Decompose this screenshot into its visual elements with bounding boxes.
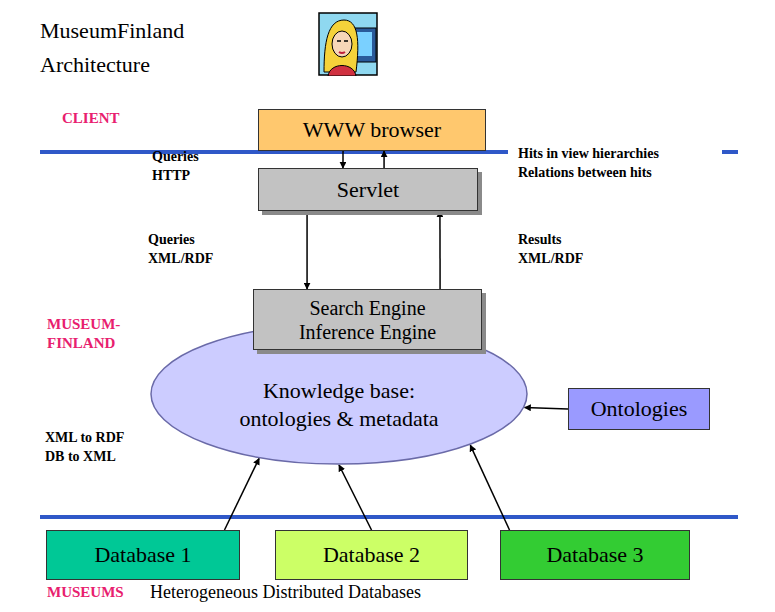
- database-box: Database 1: [46, 530, 240, 580]
- connector-arrow: [342, 151, 344, 168]
- node-text-group: Search Engine Inference Engine: [288, 296, 448, 344]
- database-box: Database 3: [500, 530, 690, 580]
- node-text: Servlet: [337, 177, 399, 203]
- user-icon: [318, 12, 378, 76]
- node-text-group: Database 3: [546, 542, 643, 568]
- tier-label: MUSEUMS: [47, 583, 142, 602]
- node-text-group: Database 2: [323, 542, 420, 568]
- tier-label: MUSEUM- FINLAND: [47, 315, 127, 353]
- node-text: Database 1: [94, 542, 191, 568]
- connector-arrow: [306, 211, 308, 289]
- node-text-group: WWW browser: [303, 117, 441, 143]
- node-text: Database 2: [323, 542, 420, 568]
- flow-label: Queries HTTP: [152, 147, 222, 185]
- flow-label: Results XML/RDF: [518, 230, 593, 268]
- node-text: Database 3: [546, 542, 643, 568]
- connector-arrow: [383, 151, 385, 168]
- connector-arrow: [439, 211, 441, 289]
- caption-text: Heterogeneous Distributed Databases: [150, 581, 550, 603]
- ontology-box: Ontologies: [568, 388, 710, 430]
- client-box: WWW browser: [258, 109, 486, 151]
- connector-arrow: [470, 445, 509, 530]
- database-box: Database 2: [275, 530, 468, 580]
- node-text: Knowledge base: ontologies & metadata: [219, 377, 459, 433]
- connector-arrow: [339, 465, 372, 530]
- node-text-group: Database 1: [94, 542, 191, 568]
- diagram-title: MuseumFinland Architecture: [40, 14, 210, 82]
- connector-arrow: [224, 458, 259, 530]
- node-text-group: Knowledge base: ontologies & metadata: [219, 377, 459, 433]
- node-text-group: Servlet: [337, 177, 399, 203]
- process-box: Search Engine Inference Engine: [253, 289, 482, 350]
- connector-arrow: [525, 408, 568, 409]
- node-text: WWW browser: [303, 117, 441, 143]
- node-text: Search Engine Inference Engine: [288, 296, 448, 344]
- flow-label: Queries XML/RDF: [148, 230, 223, 268]
- flow-label: XML to RDF DB to XML: [45, 428, 140, 466]
- flow-label: Hits in view hierarchies Relations betwe…: [518, 144, 718, 182]
- ellipse-shape: [151, 324, 527, 464]
- separator-line: [40, 515, 738, 519]
- node-text: Ontologies: [591, 396, 688, 422]
- node-text-group: Ontologies: [591, 396, 688, 422]
- process-box: Servlet: [258, 168, 478, 211]
- separator-line: [722, 150, 738, 154]
- tier-label: CLIENT: [62, 109, 162, 128]
